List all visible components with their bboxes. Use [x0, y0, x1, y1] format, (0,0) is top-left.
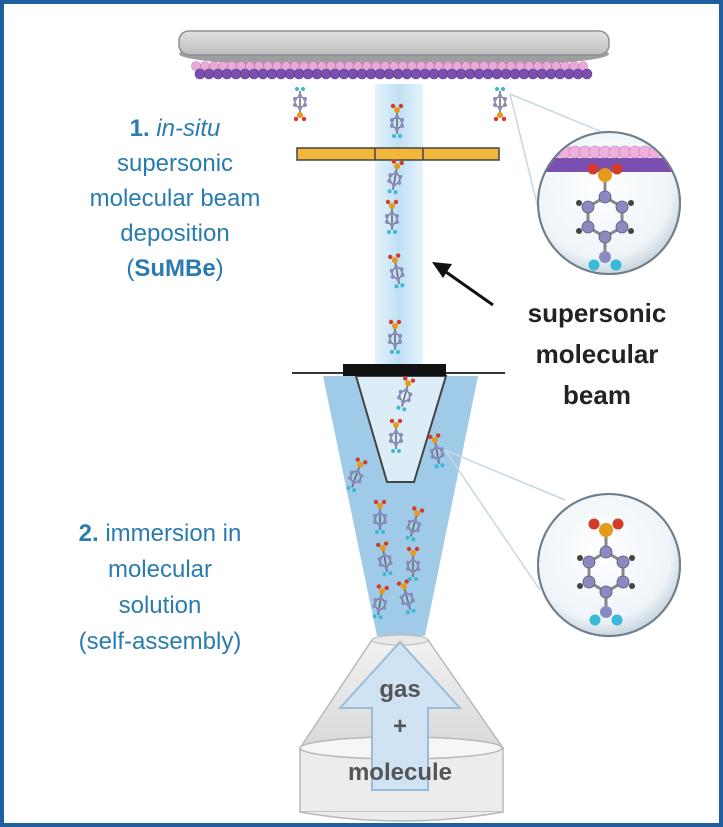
- phosphonic-acid-molecule-icon: [388, 253, 405, 289]
- step1-italic: in-situ: [156, 115, 220, 142]
- zoom-line-bottom-b: [444, 449, 541, 591]
- zoom-circle-surface: [537, 131, 681, 275]
- phosphonic-acid-molecule-icon: [406, 546, 420, 581]
- step1-space: [150, 115, 157, 142]
- zoom-line-top-b: [509, 93, 539, 209]
- step2-line3: solution: [119, 592, 202, 619]
- zoom-line-bottom-a: [444, 449, 566, 501]
- step1-line4: deposition: [120, 220, 229, 247]
- step1-paren-close: ): [216, 255, 224, 282]
- phosphonic-acid-molecule-icon: [388, 319, 402, 354]
- phosphonic-acid-molecule-icon: [293, 87, 307, 122]
- step1-label: 1. in-situ supersonic molecular beam dep…: [90, 115, 261, 282]
- beam-label: supersonic molecular beam: [528, 298, 667, 410]
- svg-text:(SuMBe): (SuMBe): [126, 255, 223, 282]
- substrate-atom-layer: [191, 61, 593, 80]
- phosphonic-acid-molecule-icon: [376, 541, 393, 577]
- svg-text:2. immersion in: 2. immersion in: [79, 520, 242, 547]
- zoom-line-top-a: [509, 93, 603, 133]
- step2-line2: molecular: [108, 556, 212, 583]
- beam-label-line2: molecular: [536, 339, 659, 369]
- phosphonic-acid-molecule-icon: [396, 579, 416, 615]
- source-label-molecule: molecule: [348, 759, 452, 786]
- step1-paren-open: (: [126, 255, 134, 282]
- step1-line2: supersonic: [117, 150, 233, 177]
- phosphonic-acid-molecule-icon: [390, 103, 404, 138]
- phosphonic-acid-molecule-icon: [372, 584, 389, 620]
- substrate-plate: [178, 30, 610, 56]
- phosphonic-acid-molecule-icon: [385, 199, 399, 234]
- step1-abbr: SuMBe: [134, 255, 215, 282]
- phosphonic-acid-molecule-icon: [405, 506, 425, 542]
- step1-line3: molecular beam: [90, 185, 261, 212]
- phosphonic-acid-molecule-icon: [493, 87, 507, 122]
- molecular-beam: [375, 84, 423, 370]
- phosphonic-acid-molecule-icon: [387, 159, 404, 195]
- zoom-circle-solution: [537, 493, 681, 637]
- phosphonic-acid-molecule-icon: [428, 433, 445, 469]
- svg-text:1. in-situ: 1. in-situ: [130, 115, 221, 142]
- step2-label: 2. immersion in molecular solution (self…: [79, 520, 242, 655]
- molecular-solution: [323, 376, 478, 636]
- gas-source-funnel: [298, 634, 505, 822]
- phosphonic-acid-molecule-icon: [396, 376, 416, 412]
- step1-number: 1.: [130, 115, 150, 142]
- step2-line4: (self-assembly): [79, 628, 242, 655]
- skimmer-block: [343, 364, 446, 376]
- source-label-plus: +: [393, 713, 407, 740]
- source-label-gas: gas: [379, 676, 420, 703]
- step2-number: 2.: [79, 520, 99, 547]
- gas-flow-arrow-icon: [337, 640, 463, 791]
- phosphonic-acid-molecule-icon: [373, 499, 387, 534]
- phosphonic-acid-molecule-icon: [346, 457, 368, 493]
- source-label: gas + molecule: [348, 676, 452, 786]
- arrow-pointing-to-beam-icon: [432, 262, 494, 307]
- beam-label-line3: beam: [563, 380, 631, 410]
- step2-line1-rest: immersion in: [105, 520, 241, 547]
- aperture-mask: [296, 147, 500, 161]
- beam-label-line1: supersonic: [528, 298, 667, 328]
- phosphonic-acid-molecule-icon: [389, 418, 403, 453]
- molecules-group: [293, 87, 507, 620]
- step2-space: [99, 520, 106, 547]
